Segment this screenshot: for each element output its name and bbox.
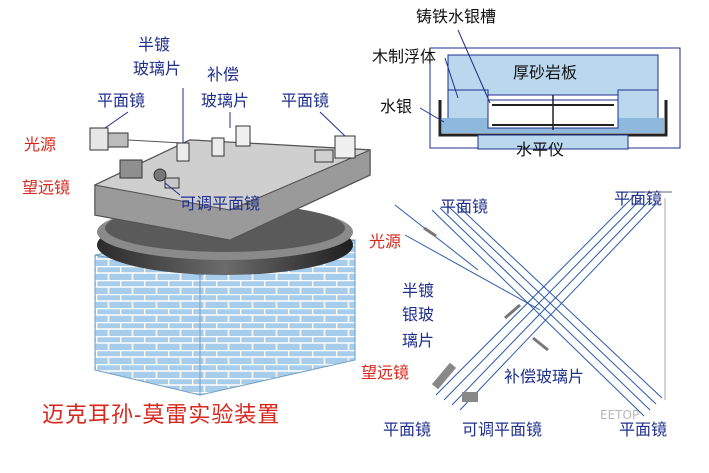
label-spirit-level: 水平仪 — [516, 140, 565, 159]
beam-path-drawing — [394, 191, 672, 417]
label-mirror-left: 平面镜 — [97, 91, 146, 110]
label-wooden-float: 木制浮体 — [372, 47, 437, 66]
label-mercury: 水银 — [380, 97, 413, 116]
label-mirror-right: 平面镜 — [281, 91, 330, 110]
leader-lines — [104, 88, 346, 196]
label-light-source: 光源 — [24, 135, 57, 154]
label-br-mirror-top-left: 平面镜 — [440, 197, 489, 216]
watermark: EETOP — [600, 408, 640, 422]
label-br-compensator: 补偿玻璃片 — [504, 367, 585, 386]
label-br-splitter-line1: 半镀 — [402, 281, 435, 300]
optics-on-slab — [89, 125, 356, 189]
label-br-splitter-line3: 璃片 — [402, 331, 435, 350]
label-br-mirror-bottom-left: 平面镜 — [383, 420, 432, 439]
stone-slab — [93, 139, 371, 241]
label-telescope: 望远镜 — [22, 178, 71, 197]
label-br-splitter-line2: 银玻 — [402, 305, 435, 324]
label-br-mirror-bottom-right: 平面镜 — [619, 420, 668, 439]
figure-caption: 迈克耳孙-莫雷实验装置 — [42, 403, 281, 428]
label-br-telescope: 望远镜 — [361, 363, 410, 382]
apparatus-drawing — [89, 88, 371, 396]
label-adjustable-mirror: 可调平面镜 — [180, 194, 261, 213]
label-br-light-source: 光源 — [369, 232, 402, 251]
cross-section-drawing — [419, 29, 681, 150]
label-br-mirror-top-right: 平面镜 — [614, 189, 663, 208]
label-compensator-line2: 玻璃片 — [201, 91, 250, 110]
label-beam-splitter-line2: 玻璃片 — [133, 59, 182, 78]
label-compensator-line1: 补偿 — [207, 65, 240, 84]
label-br-adjustable-mirror: 可调平面镜 — [462, 420, 543, 439]
label-sandstone-slab: 厚砂岩板 — [513, 63, 578, 82]
label-mercury-trough: 铸铁水银槽 — [416, 7, 497, 26]
label-beam-splitter-line1: 半镀 — [138, 35, 171, 54]
